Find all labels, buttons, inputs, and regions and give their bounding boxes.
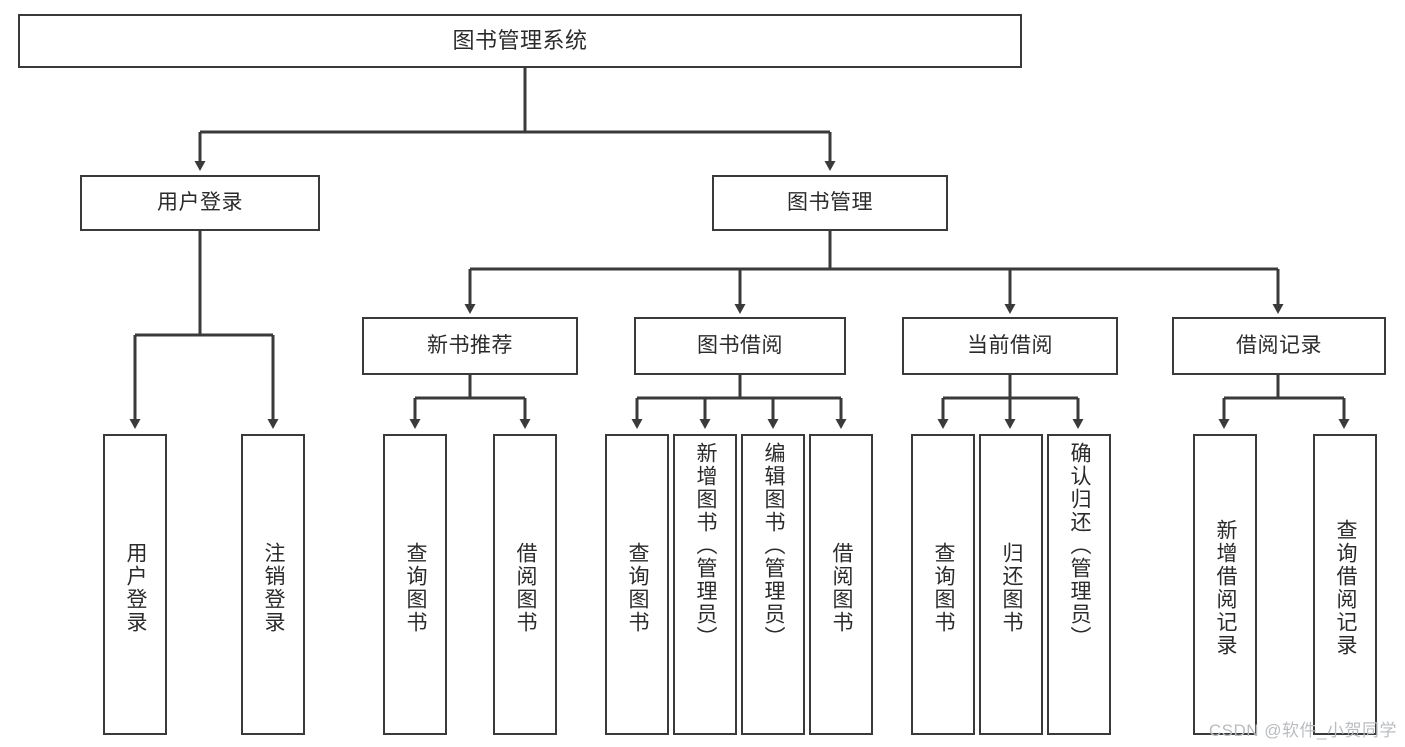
node-leaf-borrow-book-1[interactable]: 借阅图书 [493,434,557,735]
node-book-management[interactable]: 图书管理 [712,175,948,231]
node-borrow-record[interactable]: 借阅记录 [1172,317,1386,375]
node-leaf-query-borrow-record[interactable]: 查询借阅记录 [1313,434,1377,735]
node-root-system[interactable]: 图书管理系统 [18,14,1022,68]
node-label: 查询图书 [404,541,428,634]
node-label: 查询借阅记录 [1334,518,1358,657]
node-label: 当前借阅 [967,333,1053,357]
node-leaf-logout-login[interactable]: 注销登录 [241,434,305,735]
node-new-book-recommend[interactable]: 新书推荐 [362,317,578,375]
node-book-borrow[interactable]: 图书借阅 [634,317,846,375]
node-label: 用户登录 [124,541,148,634]
node-leaf-return-book[interactable]: 归还图书 [979,434,1043,735]
node-label: 查询图书 [932,541,956,634]
node-label: 确认归还（管理员） [1068,442,1092,649]
node-leaf-query-book-2[interactable]: 查询图书 [605,434,669,735]
node-label: 图书借阅 [697,333,783,357]
node-label: 图书管理系统 [452,28,588,54]
node-label: 查询图书 [626,541,650,634]
node-label: 借阅记录 [1236,333,1322,357]
node-leaf-query-book-1[interactable]: 查询图书 [383,434,447,735]
node-label: 借阅图书 [514,541,538,634]
node-label: 借阅图书 [830,541,854,634]
watermark: CSDN @软件_小贺同学 [1208,721,1397,740]
node-label: 归还图书 [1000,541,1024,634]
node-user-login[interactable]: 用户登录 [80,175,320,231]
node-label: 新书推荐 [427,333,513,357]
node-label: 新增图书（管理员） [694,442,718,649]
node-leaf-borrow-book-2[interactable]: 借阅图书 [809,434,873,735]
node-leaf-add-borrow-record[interactable]: 新增借阅记录 [1193,434,1257,735]
node-leaf-confirm-return[interactable]: 确认归还（管理员） [1047,434,1111,735]
node-label: 编辑图书（管理员） [762,442,786,649]
node-leaf-user-login[interactable]: 用户登录 [103,434,167,735]
node-label: 新增借阅记录 [1214,518,1238,657]
node-label: 图书管理 [787,190,873,214]
node-leaf-edit-book[interactable]: 编辑图书（管理员） [741,434,805,735]
node-label: 注销登录 [262,541,286,634]
node-leaf-add-book[interactable]: 新增图书（管理员） [673,434,737,735]
node-label: 用户登录 [157,190,243,214]
node-current-borrow[interactable]: 当前借阅 [902,317,1118,375]
node-leaf-query-book-3[interactable]: 查询图书 [911,434,975,735]
